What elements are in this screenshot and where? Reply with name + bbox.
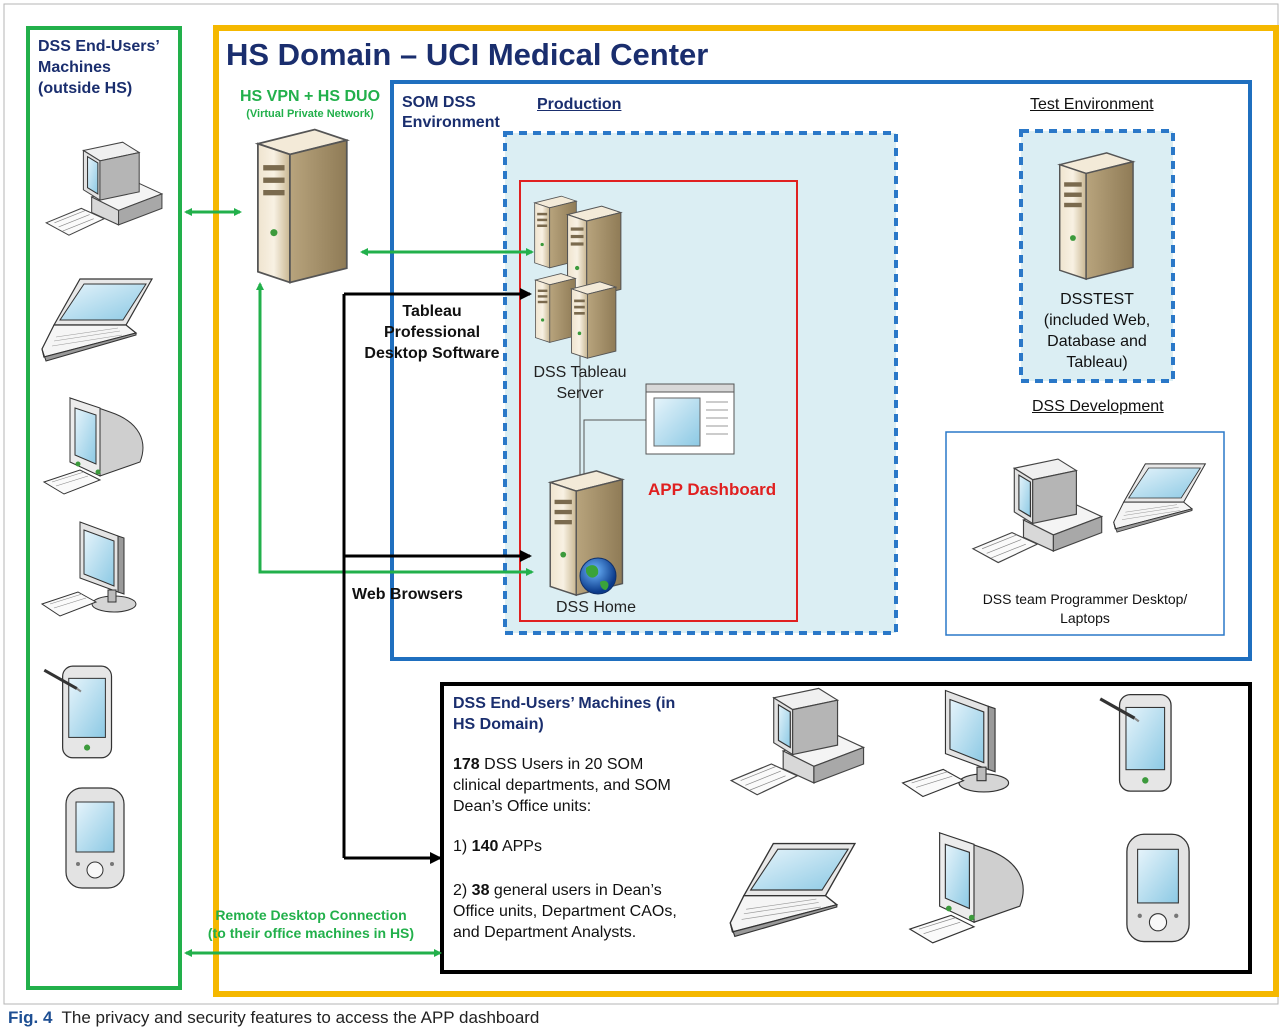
development-caption: DSS team Programmer Desktop/ Laptops [982,591,1188,626]
hs-users-box [440,682,1252,974]
outside-users-title: DSS End-Users’ Machines (outside HS) [38,38,160,97]
development-label: DSS Development [1032,398,1164,415]
flat-monitor-icon [41,521,137,617]
outside-users-box [26,26,182,990]
dss-home-label: DSS Home [555,599,637,616]
hs-users-item-1: 1) 140 APPs [453,838,542,855]
tableau-server-icon [570,281,617,359]
crt-monitor-icon [43,397,144,495]
hs-users-title: DSS End-Users’ Machines (in HS Domain) [453,695,676,733]
laptop-icon [41,278,153,362]
test-environment-label: Test Environment [1030,96,1154,113]
figure-caption: Fig. 4 The privacy and security features… [8,1008,540,1027]
vpn-server-icon [256,128,348,284]
web-browsers-label: Web Browsers [352,586,463,603]
app-dashboard-window-icon [645,383,735,455]
som-dss-title: SOM DSS Environment [402,94,500,131]
hs-domain-title: HS Domain – UCI Medical Center [226,37,709,72]
hs-domain-box [213,25,1279,997]
vpn-label: HS VPN + HS DUO [239,88,381,105]
production-label: Production [537,96,622,113]
globe-icon [579,557,617,595]
vpn-home-arrow [256,282,534,576]
remote-desktop-label: Remote Desktop Connection (to their offi… [207,907,415,941]
dsstest-label: DSSTEST (included Web, Database and Tabl… [1043,291,1151,371]
hs-pda-icon [1126,833,1190,943]
vpn-sublabel: (Virtual Private Network) [246,108,374,120]
tableau-software-label: Tableau Professional Desktop Software [364,303,500,362]
desktop-pc-icon [45,141,163,236]
tablet-icon [42,664,114,760]
dsstest-server-icon [1058,152,1134,280]
hs-users-item-2: 2) 38 general users in Dean’s Office uni… [453,882,677,941]
hs-users-description: 178 DSS Users in 20 SOM clinical departm… [453,756,671,815]
tableau-server-label: DSS Tableau Server [533,364,627,402]
app-dashboard-label: APP Dashboard [648,480,777,499]
tableau-server-icon [534,273,576,343]
pda-icon [65,787,125,889]
